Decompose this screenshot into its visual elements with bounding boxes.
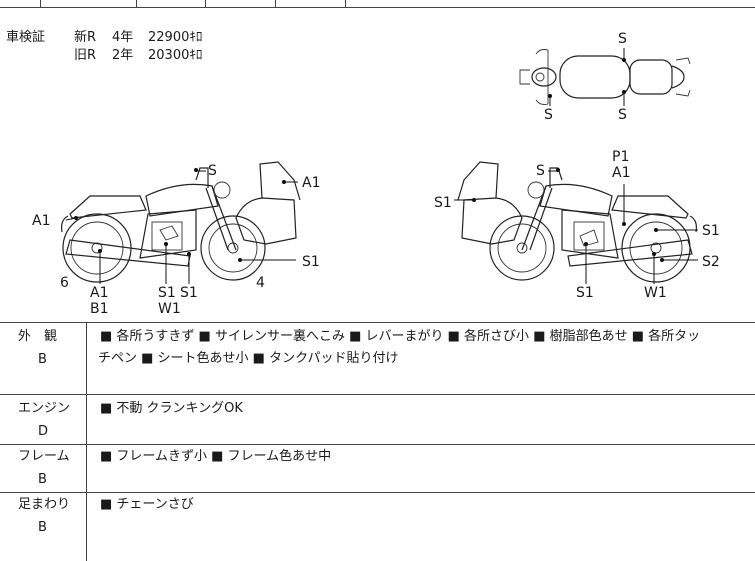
inspection-years-old: 2年 <box>112 48 134 63</box>
left-view-label: S1 <box>180 285 198 301</box>
inspection-type-new: 新R <box>74 30 97 45</box>
row-title: エンジン <box>18 401 71 416</box>
left-view-label: S1 <box>158 285 176 301</box>
header-divider <box>136 0 137 7</box>
table-border <box>0 492 755 493</box>
row-grade: B <box>38 352 47 367</box>
left-view-label: 6 <box>60 275 69 291</box>
inspection-mileage-new: 22900ｷﾛ <box>148 30 203 45</box>
table-column-divider <box>86 322 87 561</box>
table-border <box>0 394 755 395</box>
right-view-label: A1 <box>612 165 631 181</box>
inspection-mileage-old: 20300ｷﾛ <box>148 48 203 63</box>
inspection-label: 車検証 <box>6 30 46 45</box>
row-grade: B <box>38 472 47 487</box>
left-view-label: 4 <box>256 275 265 291</box>
right-view-label: P1 <box>612 149 630 165</box>
row-title: 外 観 <box>18 329 58 344</box>
row-notes-line1: ■ チェーンさび <box>100 497 194 512</box>
row-notes-line1: ■ フレームきず小 ■ フレーム色あせ中 <box>100 449 332 464</box>
row-title: 足まわり <box>18 497 71 512</box>
left-view-label: S1 <box>302 254 320 270</box>
inspection-type-old: 旧R <box>74 48 97 63</box>
right-view-label: S <box>536 163 545 179</box>
row-title: フレーム <box>18 449 70 464</box>
top-view-label: S <box>618 107 627 123</box>
header-bottom-border <box>0 7 755 8</box>
left-view-label: B1 <box>90 301 109 317</box>
left-view-label: W1 <box>158 301 181 317</box>
right-side-motorcycle <box>454 161 698 284</box>
header-divider <box>275 0 276 7</box>
right-view-label: S1 <box>434 195 452 211</box>
top-view-motorcycle <box>519 48 691 106</box>
right-view-label: S1 <box>702 223 720 239</box>
header-divider <box>205 0 206 7</box>
right-view-label: S2 <box>702 254 720 270</box>
top-view-label: S <box>544 107 553 123</box>
table-border <box>0 322 755 323</box>
left-view-label: A1 <box>90 285 109 301</box>
table-border <box>0 444 755 445</box>
left-side-motorcycle <box>61 161 301 284</box>
row-notes-line1: ■ 各所うすきず ■ サイレンサー裏へこみ ■ レバーまがり ■ 各所さび小 ■… <box>100 329 701 344</box>
inspection-years-new: 4年 <box>112 30 134 45</box>
right-view-label: W1 <box>644 285 667 301</box>
header-divider <box>40 0 41 7</box>
right-view-label: S1 <box>576 285 594 301</box>
top-view-label: S <box>618 31 627 47</box>
row-notes-line1: ■ 不動 クランキングOK <box>100 401 243 416</box>
motorcycle-diagrams <box>61 48 698 284</box>
row-notes-line2: チペン ■ シート色あせ小 ■ タンクパッド貼り付け <box>98 351 399 366</box>
header-divider <box>345 0 346 7</box>
left-view-label: A1 <box>32 213 51 229</box>
left-view-label: A1 <box>302 175 321 191</box>
row-grade: B <box>38 520 47 535</box>
left-view-label: S <box>208 163 217 179</box>
row-grade: D <box>38 424 49 439</box>
